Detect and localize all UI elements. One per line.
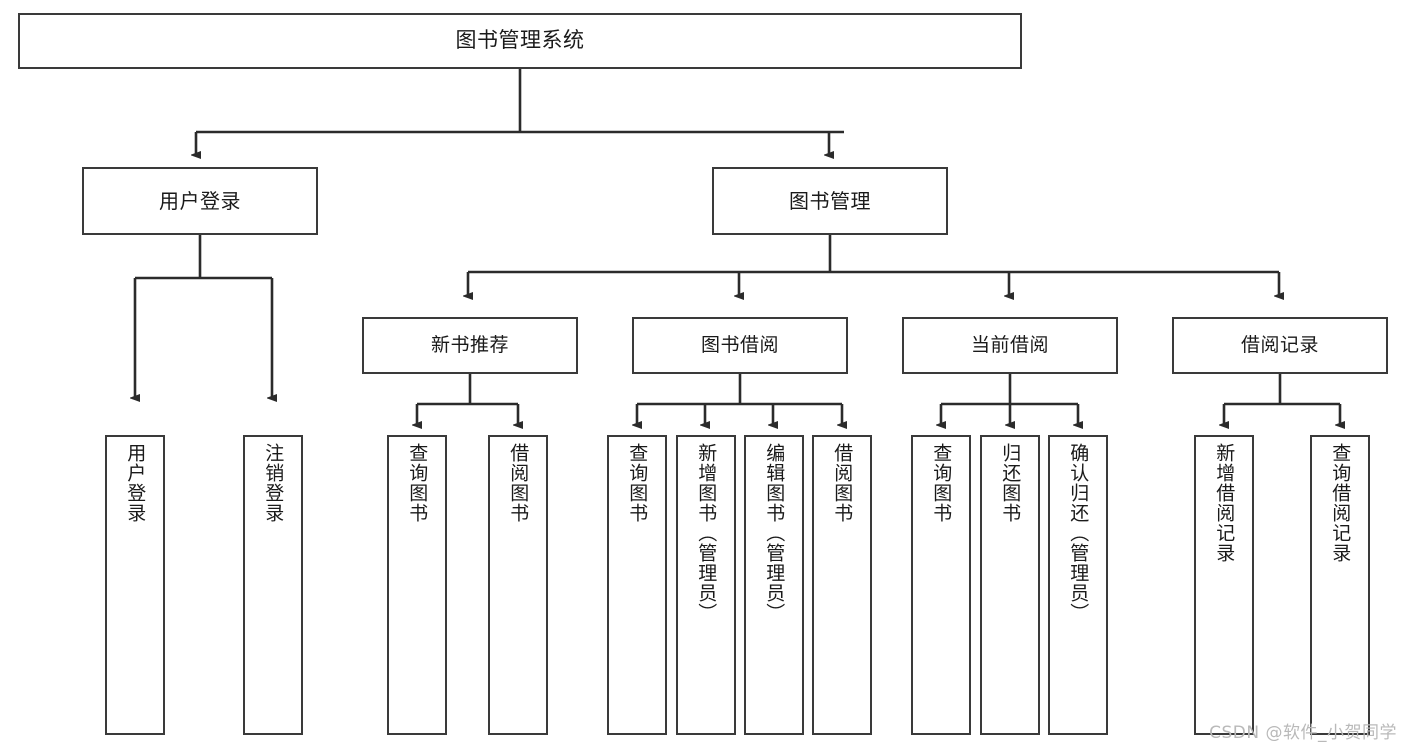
leaf-current-borrow-confirm-return[interactable]: 确认归还（管理员） [1048,435,1108,735]
node-book-management[interactable]: 图书管理 [712,167,948,235]
leaf-current-borrow-return-book[interactable]: 归还图书 [980,435,1040,735]
node-label: 查询图书 [626,443,649,523]
leaf-new-book-borrow-book[interactable]: 借阅图书 [488,435,548,735]
node-label: 新增借阅记录 [1213,443,1236,563]
node-label: 新增图书（管理员） [695,443,718,623]
node-label: 查询借阅记录 [1329,443,1352,563]
leaf-current-borrow-query-book[interactable]: 查询图书 [911,435,971,735]
leaf-book-borrow-borrow-book[interactable]: 借阅图书 [812,435,872,735]
node-label: 借阅图书 [507,443,530,523]
node-label: 图书管理系统 [455,28,585,53]
node-label: 图书管理 [789,188,871,213]
node-root-system[interactable]: 图书管理系统 [18,13,1022,69]
node-label: 图书借阅 [700,333,779,356]
leaf-book-borrow-query-book[interactable]: 查询图书 [607,435,667,735]
leaf-user-login-logout[interactable]: 注销登录 [243,435,303,735]
node-label: 归还图书 [999,443,1022,523]
leaf-book-borrow-add-book[interactable]: 新增图书（管理员） [676,435,736,735]
node-label: 确认归还（管理员） [1067,443,1090,623]
node-label: 编辑图书（管理员） [763,443,786,623]
node-borrowing-record[interactable]: 借阅记录 [1172,317,1388,374]
node-label: 查询图书 [406,443,429,523]
leaf-borrow-record-query-record[interactable]: 查询借阅记录 [1310,435,1370,735]
node-label: 查询图书 [930,443,953,523]
node-label: 借阅记录 [1240,333,1319,356]
node-label: 用户登录 [124,443,147,523]
node-current-borrowing[interactable]: 当前借阅 [902,317,1118,374]
node-label: 新书推荐 [430,333,509,356]
leaf-book-borrow-edit-book[interactable]: 编辑图书（管理员） [744,435,804,735]
node-label: 注销登录 [262,443,285,523]
leaf-borrow-record-add-record[interactable]: 新增借阅记录 [1194,435,1254,735]
node-label: 当前借阅 [970,333,1049,356]
leaf-new-book-query-book[interactable]: 查询图书 [387,435,447,735]
node-new-book-recommendation[interactable]: 新书推荐 [362,317,578,374]
leaf-user-login-login[interactable]: 用户登录 [105,435,165,735]
node-user-login[interactable]: 用户登录 [82,167,318,235]
node-label: 用户登录 [159,188,241,213]
node-label: 借阅图书 [831,443,854,523]
node-book-borrowing[interactable]: 图书借阅 [632,317,848,374]
